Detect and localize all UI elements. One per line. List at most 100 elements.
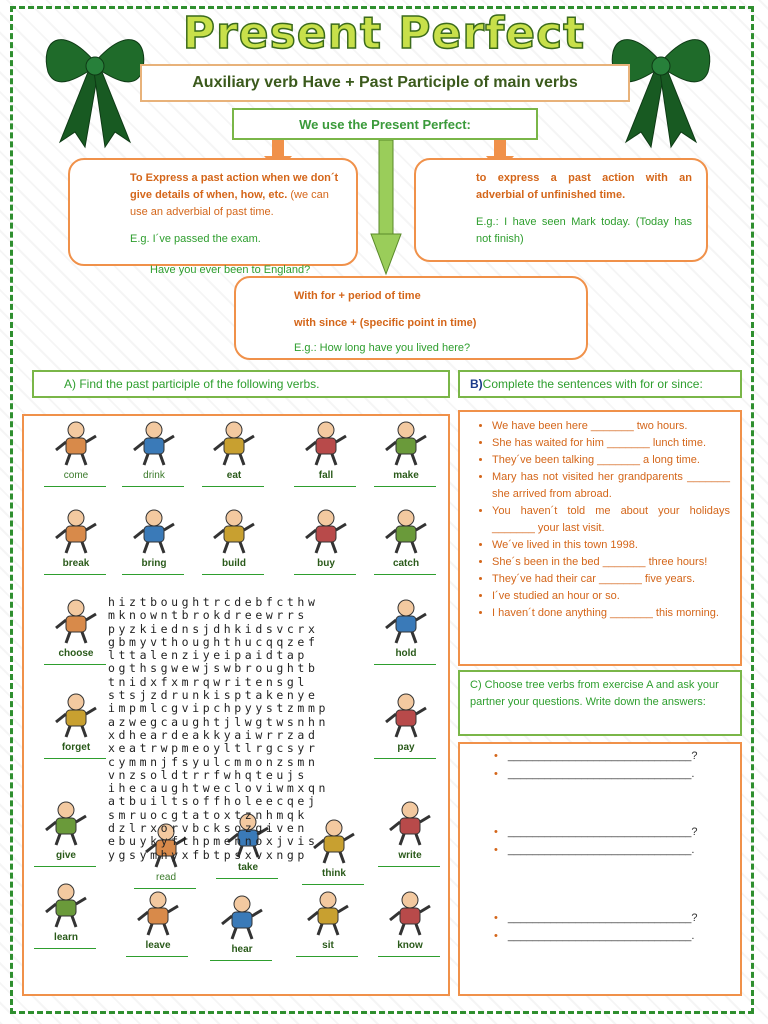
verb-illustration-sit	[307, 891, 349, 936]
verb-illustration-buy	[305, 509, 347, 554]
verb-illustration-take	[227, 813, 269, 858]
verb-answer-line[interactable]	[216, 878, 278, 879]
verb-illustration-make	[385, 421, 427, 466]
verb-answer-line[interactable]	[44, 486, 106, 487]
sentence-item: They´ve been talking _______ a long time…	[492, 452, 730, 469]
verb-label-drink: drink	[143, 470, 165, 481]
verb-answer-line[interactable]	[378, 956, 440, 957]
verb-answer-line[interactable]	[374, 664, 436, 665]
use-label-box: We use the Present Perfect:	[232, 108, 538, 140]
answer-box: •______________________________? •______…	[458, 742, 742, 996]
verb-illustration-forget	[55, 693, 97, 738]
verb-illustration-catch	[385, 509, 427, 554]
verb-answer-line[interactable]	[302, 884, 364, 885]
page-title: Present Perfect	[182, 7, 586, 60]
word-search-row: azwegcaughtjlwgtwsnhn	[108, 714, 329, 729]
word-search-row: dzlrxorvbcksozgiven	[108, 821, 308, 836]
verb-illustration-choose	[55, 599, 97, 644]
answer-line-5[interactable]: •______________________________?	[494, 912, 698, 924]
verb-answer-line[interactable]	[44, 664, 106, 665]
dashed-page-border	[10, 6, 754, 1014]
verb-answer-line[interactable]	[202, 486, 264, 487]
verb-answer-line[interactable]	[202, 574, 264, 575]
answer-line-1[interactable]: •______________________________?	[494, 750, 698, 762]
verb-answer-line[interactable]	[44, 574, 106, 575]
verb-label-break: break	[62, 558, 90, 569]
answer-line-3[interactable]: •______________________________?	[494, 826, 698, 838]
verb-answer-line[interactable]	[294, 486, 356, 487]
verb-illustration-learn	[45, 883, 87, 928]
verb-answer-line[interactable]	[34, 948, 96, 949]
word-search-row: impmlcgvipchpyystzmmp	[108, 701, 329, 716]
word-search-row: smruocgtatoxtznhmqk	[108, 807, 308, 822]
verb-label-think: think	[322, 868, 346, 879]
word-search-row: cymmnjfsyulcmmonzsmn	[108, 754, 319, 769]
verb-label-sit: sit	[322, 940, 334, 951]
rule-example-question: Have you ever been to England?	[150, 264, 311, 276]
verb-illustration-hold	[385, 599, 427, 644]
verb-label-forget: forget	[61, 742, 91, 753]
verb-illustration-hear	[221, 895, 263, 940]
rule-since: with since + (specific point in time)	[294, 317, 477, 329]
sentence-item: She´s been in the bed _______ three hour…	[492, 554, 730, 571]
verb-illustration-give	[45, 801, 87, 846]
rule-box-for-since: With for + period of time with since + (…	[234, 276, 588, 360]
verb-illustration-leave	[137, 891, 179, 936]
section-c-label: C) Choose tree verbs from exercise A and…	[470, 679, 719, 708]
verb-answer-line[interactable]	[294, 574, 356, 575]
rule-box-past-action: To Express a past action when we don´t g…	[68, 158, 358, 266]
verb-answer-line[interactable]	[122, 574, 184, 575]
rule-note: (we can use an adverbial of past time.	[130, 189, 329, 218]
rule-example: E.g.: I have seen Mark today. (Today has…	[476, 216, 692, 245]
verb-answer-line[interactable]	[374, 486, 436, 487]
verb-answer-line[interactable]	[122, 486, 184, 487]
word-search-row: pyzkiednsjdhkidsvcrx	[108, 621, 319, 636]
section-b-heading: B) Complete the sentences with for or si…	[458, 370, 742, 398]
verb-label-bring: bring	[141, 558, 167, 569]
word-search-row: mknowntbrokdreewrrs	[108, 608, 308, 623]
verb-label-hear: hear	[231, 944, 253, 955]
for-since-exercise: We have been here _______ two hours.She …	[458, 410, 742, 666]
verb-label-give: give	[55, 850, 76, 861]
verb-label-learn: learn	[54, 932, 78, 943]
verb-answer-line[interactable]	[378, 866, 440, 867]
word-search-row: ygsymhyxfbtpsxvxngp	[108, 847, 308, 862]
word-search-row: atbuiltsoffholeecqej	[108, 794, 319, 809]
word-search-row: xeatrwpmeoyltlrgcsyr	[108, 741, 319, 756]
verb-answer-line[interactable]	[374, 574, 436, 575]
verb-answer-line[interactable]	[134, 888, 196, 889]
rule-for: With for + period of time	[294, 290, 421, 302]
word-search-row: lttalenziyeipaidtap	[108, 648, 308, 663]
rule-example: E.g.: How long have you lived here?	[294, 342, 471, 354]
word-search-row: stsjzdrunkisptakenye	[108, 688, 319, 703]
verb-answer-line[interactable]	[126, 956, 188, 957]
sentence-item: You haven´t told me about your holidays …	[492, 503, 730, 537]
answer-line-6[interactable]: •______________________________.	[494, 930, 695, 942]
answer-line-4[interactable]: •______________________________.	[494, 844, 695, 856]
sentence-item: We have been here _______ two hours.	[492, 418, 730, 435]
verb-answer-line[interactable]	[210, 960, 272, 961]
verb-answer-line[interactable]	[374, 758, 436, 759]
sentence-item: She has waited for him _______ lunch tim…	[492, 435, 730, 452]
word-search-row: vnzsoldtrrfwhqteujs	[108, 767, 308, 782]
answer-line-2[interactable]: •______________________________.	[494, 768, 695, 780]
word-search-row: xdheardeakkyaiwrrzad	[108, 727, 319, 742]
verb-label-come: come	[63, 470, 89, 481]
verb-illustration-read	[145, 823, 187, 868]
verb-label-hold: hold	[395, 648, 417, 659]
verb-label-read: read	[155, 872, 176, 883]
sentence-item: They´ve had their car _______ five years…	[492, 571, 730, 588]
verb-illustration-break	[55, 509, 97, 554]
sentence-item: I haven´t done anything _______ this mor…	[492, 605, 730, 622]
verb-answer-line[interactable]	[44, 758, 106, 759]
green-bow-left-icon	[45, 39, 145, 149]
verb-answer-line[interactable]	[34, 866, 96, 867]
verb-answer-line[interactable]	[296, 956, 358, 957]
sentence-item: I´ve studied an hour or so.	[492, 588, 730, 605]
verb-illustration-build	[213, 509, 255, 554]
verb-illustration-drink	[133, 421, 175, 466]
section-a-label: A) Find the past participle of the follo…	[64, 377, 320, 391]
verb-label-write: write	[398, 850, 422, 861]
verb-label-make: make	[393, 470, 419, 481]
